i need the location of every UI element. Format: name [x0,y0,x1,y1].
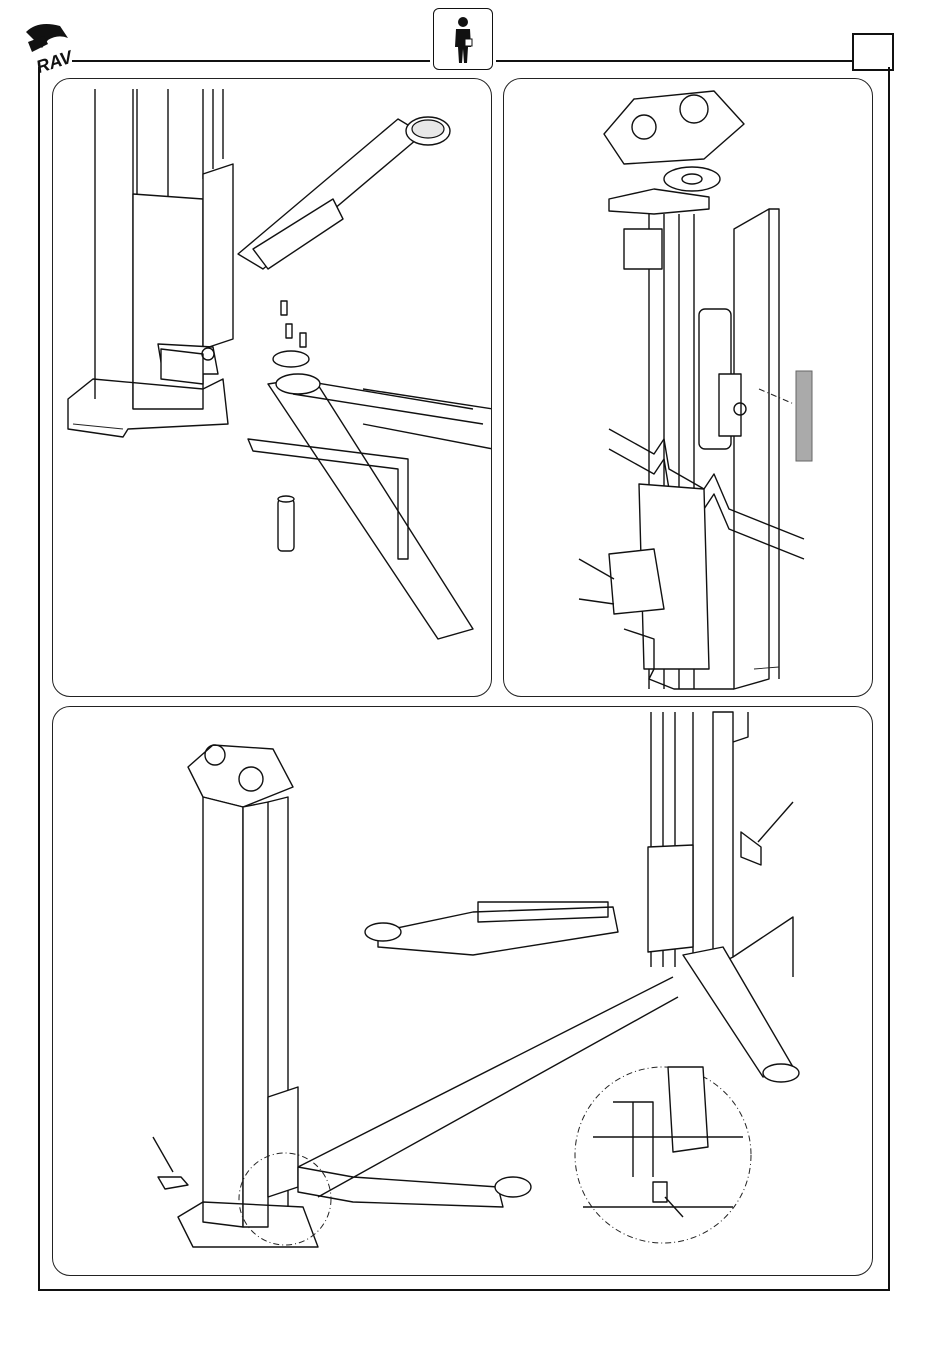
operator-icon-box [433,8,493,70]
column-cover-drawing [504,79,873,697]
lift-overview-drawing [53,707,873,1276]
person-icon [434,9,492,69]
label-strip [796,371,812,461]
header-rule-right [496,60,852,62]
header-rule-left [72,60,430,62]
page-number-box [852,33,894,71]
panel-column-cover [503,78,873,697]
panel-arm-mounting [52,78,492,697]
panel-lift-overview [52,706,873,1276]
arm-mounting-drawing [53,79,492,697]
